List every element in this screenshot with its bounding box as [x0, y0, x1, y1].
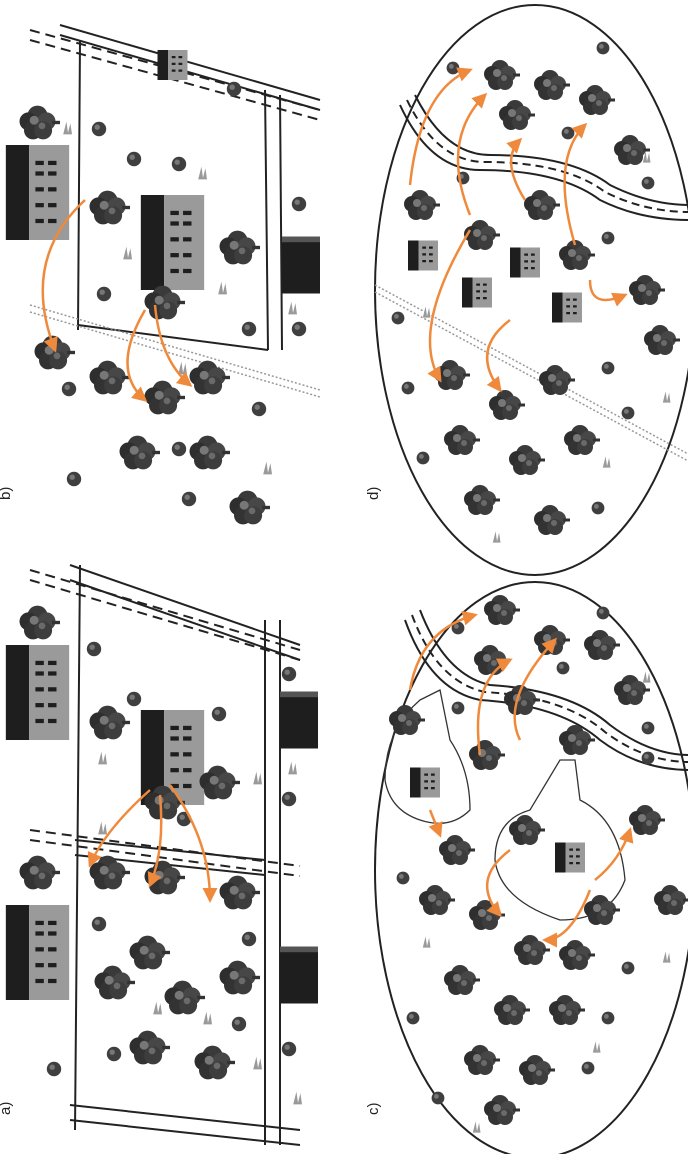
tree-cluster [404, 60, 680, 535]
building [5, 645, 70, 740]
panel-d: d) [365, 4, 688, 576]
tree-cluster [389, 595, 688, 1125]
building [5, 145, 70, 240]
winding-road [399, 94, 688, 221]
dispersal-arrows [408, 610, 634, 948]
panel-label: d) [365, 487, 382, 500]
dispersal-arrows [41, 199, 193, 402]
street-grid [59, 24, 321, 351]
dispersal-arrows [87, 784, 218, 903]
street-grid [69, 564, 301, 1146]
building [410, 767, 440, 798]
building [157, 50, 188, 80]
railway [374, 284, 688, 462]
building [5, 905, 70, 1000]
building [282, 236, 320, 294]
building [280, 691, 318, 749]
landscape-boundary [374, 581, 688, 1154]
building [280, 946, 318, 1004]
building [462, 277, 492, 308]
building [552, 292, 582, 323]
dispersal-arrows [408, 67, 628, 393]
estate-outlines [384, 689, 626, 921]
panel-label: a) [0, 1102, 14, 1115]
building [140, 195, 205, 290]
panel-c: c) [365, 581, 688, 1154]
winding-road [404, 609, 688, 771]
landscape-boundary [374, 4, 688, 576]
panel-label: b) [0, 487, 14, 500]
road-dashes [29, 569, 301, 877]
shrubs [61, 81, 307, 507]
panel-a: a) [0, 564, 318, 1146]
building [408, 240, 438, 271]
building [555, 842, 585, 873]
panel-label: c) [365, 1103, 382, 1116]
panel-b: b) [0, 24, 321, 525]
building [510, 247, 540, 278]
